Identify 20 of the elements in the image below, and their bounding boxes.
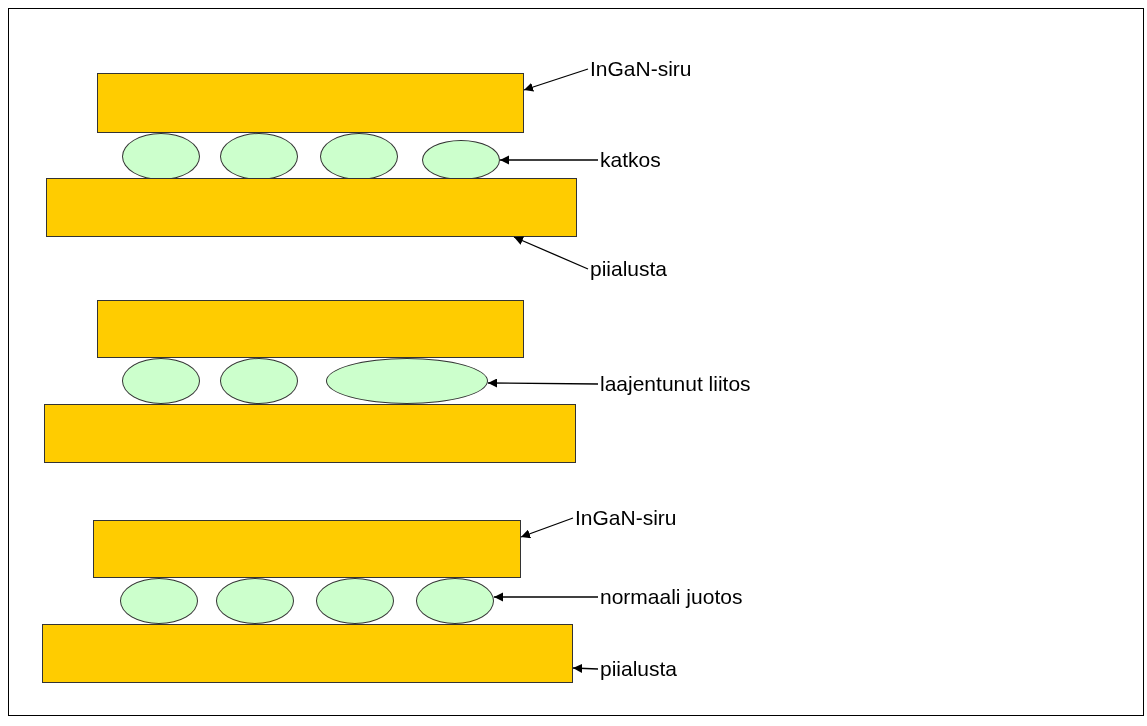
part-label: InGaN-siru: [590, 57, 692, 81]
part-label: laajentunut liitos: [600, 372, 751, 396]
part-label: InGaN-siru: [575, 506, 677, 530]
leader-line: [523, 68, 589, 92]
layer-bar: [44, 404, 576, 463]
leader-line: [520, 517, 574, 539]
layer-bar: [42, 624, 573, 683]
layer-bar: [97, 73, 524, 133]
leader-line: [499, 155, 599, 165]
part-label: piialusta: [590, 257, 668, 281]
leader-line: [513, 236, 589, 270]
leader-line: [493, 592, 599, 602]
part-label: normaali juotos: [600, 585, 743, 609]
layer-bar: [93, 520, 521, 578]
leader-line: [487, 378, 599, 388]
layer-bar: [46, 178, 577, 237]
layer-bar: [97, 300, 524, 358]
part-label: katkos: [600, 148, 661, 172]
part-label: piialusta: [600, 657, 678, 681]
leader-line: [572, 663, 599, 673]
